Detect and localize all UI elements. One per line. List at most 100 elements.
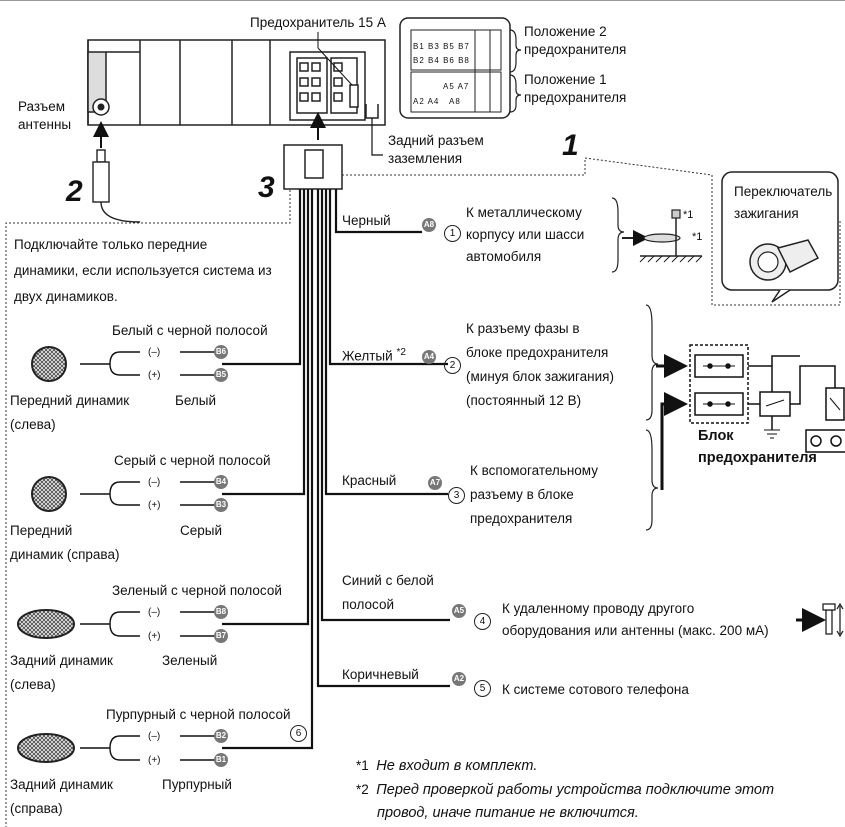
wire-red-desc-1: К вспомогательному	[470, 463, 598, 478]
ground-label-line1: Задний разъем	[388, 133, 484, 148]
ignition-label-line2: зажигания	[734, 206, 799, 221]
front-right-name-line2: динамик (справа)	[10, 547, 120, 562]
pin-a8: A8	[422, 218, 436, 232]
speaker-note-line1: Подключайте только передние	[14, 237, 208, 252]
wire-black-desc-2: корпусу или шасси	[466, 227, 585, 242]
pin-b2: B2	[214, 729, 228, 743]
pin-b6: B6	[214, 345, 228, 359]
antenna-label-line1: Разъем	[18, 99, 66, 114]
rear-right-wire-top: Пурпурный с черной полосой	[106, 707, 291, 722]
ignition-label-line1: Переключатель	[734, 184, 833, 199]
front-left-minus: (–)	[148, 347, 161, 358]
callout-1: 1	[562, 129, 579, 162]
pin-b1: B1	[214, 753, 228, 767]
wire-yellow-desc-3: (минуя блок зажигания)	[466, 369, 614, 384]
wire-red-desc-2: разъему в блоке	[470, 487, 574, 502]
pin-b3: B3	[214, 498, 228, 512]
speaker-note-line3: двух динамиков.	[14, 289, 118, 304]
front-left-name-line1: Передний динамик	[10, 393, 130, 408]
marker-2: 2	[444, 357, 461, 374]
front-right-wire-top: Серый с черной полосой	[114, 453, 271, 468]
fuse-block-label-line1: Блок	[698, 428, 734, 444]
wire-blue-desc-1: К удаленному проводу другого	[502, 601, 695, 616]
wire-blue-label-line2: полосой	[342, 597, 395, 612]
rear-left-speaker-shape	[17, 609, 75, 639]
rear-right-name-line1: Задний динамик	[10, 777, 113, 792]
rear-left-name-line1: Задний динамик	[10, 653, 113, 668]
speaker-note-line2: динамики, если используется система из	[14, 263, 272, 278]
front-left-plus: (+)	[148, 370, 161, 381]
wire-black-desc-3: автомобиля	[466, 249, 542, 264]
callout-2: 2	[66, 175, 83, 208]
antenna-label-line2: антенны	[18, 117, 72, 132]
front-right-wire-bottom: Серый	[180, 523, 223, 538]
wire-black-desc-1: К металлическому	[466, 205, 582, 220]
front-right-minus: (–)	[148, 477, 161, 488]
fuse-label: Предохранитель 15 A	[250, 15, 386, 30]
marker-4: 4	[474, 613, 491, 630]
front-right-name-line1: Передний	[10, 523, 73, 538]
front-left-speaker-shape	[31, 346, 67, 382]
wire-red-desc-3: предохранителя	[470, 511, 573, 526]
rear-left-minus: (–)	[148, 607, 161, 618]
wire-brown-label: Коричневый	[342, 667, 419, 682]
front-right-plus: (+)	[148, 500, 161, 511]
head-unit	[87, 39, 386, 126]
wire-yellow-desc-2: блоке предохранителя	[466, 345, 609, 360]
dotted-frame	[5, 157, 841, 827]
marker-1: 1	[444, 225, 461, 242]
front-left-wire-bottom: Белый	[175, 393, 217, 408]
marker-3: 3	[448, 487, 465, 504]
ground-note-1: *1	[683, 209, 694, 221]
ground-label-line2: заземления	[388, 151, 463, 166]
pin-a7: A7	[428, 476, 442, 490]
fuse-position-2-line1: Положение 2	[524, 24, 607, 39]
rear-left-plus: (+)	[148, 631, 161, 642]
rear-right-plus: (+)	[148, 755, 161, 766]
front-left-name-line2: (слева)	[10, 417, 56, 432]
fuse-pins-row2: B2 B4 B6 B8	[413, 56, 470, 65]
fuse-pins-row3: A5 A7	[443, 82, 470, 91]
callout-3: 3	[258, 171, 275, 204]
fuse-position-box	[399, 17, 522, 119]
marker-5: 5	[474, 680, 491, 697]
footnote-2: *2 Перед проверкой работы устройства под…	[356, 782, 775, 798]
pin-a4: A4	[422, 350, 436, 364]
rear-left-name-line2: (слева)	[10, 677, 56, 692]
rear-right-name-line2: (справа)	[10, 801, 63, 816]
fuse-pins-row1: B1 B3 B5 B7	[413, 42, 470, 51]
pin-a5: A5	[452, 604, 466, 618]
fuse-position-2-line2: предохранителя	[524, 42, 627, 57]
rear-left-wire-top: Зеленый с черной полосой	[112, 583, 282, 598]
footnote-2-cont: провод, иначе питание не включится.	[377, 805, 639, 821]
wire-bundle	[222, 189, 450, 750]
wire-black-label: Черный	[342, 213, 391, 228]
fuse-position-1-line1: Положение 1	[524, 72, 607, 87]
wire-yellow-desc-1: К разъему фазы в	[466, 321, 580, 336]
marker-6: 6	[290, 725, 307, 742]
antenna-plug	[92, 149, 141, 223]
harness-connector	[283, 144, 343, 190]
wire-yellow-label: Желтый *2	[342, 347, 406, 364]
wire-yellow-desc-4: (постоянный 12 В)	[466, 393, 582, 408]
antenna-device	[796, 602, 844, 638]
rear-right-wire-bottom: Пурпурный	[162, 777, 232, 792]
fuse-pins-row4: A2 A4 A8	[413, 97, 461, 106]
pin-b5: B5	[214, 368, 228, 382]
wire-blue-label-line1: Синий с белой	[342, 573, 434, 588]
fuse-position-1-line2: предохранителя	[524, 90, 627, 105]
front-right-speaker-shape	[31, 476, 67, 512]
pin-b4: B4	[214, 475, 228, 489]
wire-red-label: Красный	[342, 473, 397, 488]
ignition-bubble	[721, 171, 839, 303]
fuse-block-brace	[645, 304, 659, 531]
rear-right-speaker-shape	[17, 733, 75, 763]
pin-a2: A2	[452, 672, 466, 686]
pin-b8: B8	[214, 605, 228, 619]
wire-blue-desc-2: оборудования или антенны (макс. 200 мА)	[502, 623, 769, 638]
pin-b7: B7	[214, 629, 228, 643]
footnote-1: *1 Не входит в комплект.	[356, 758, 538, 774]
ground-connection	[611, 197, 703, 273]
